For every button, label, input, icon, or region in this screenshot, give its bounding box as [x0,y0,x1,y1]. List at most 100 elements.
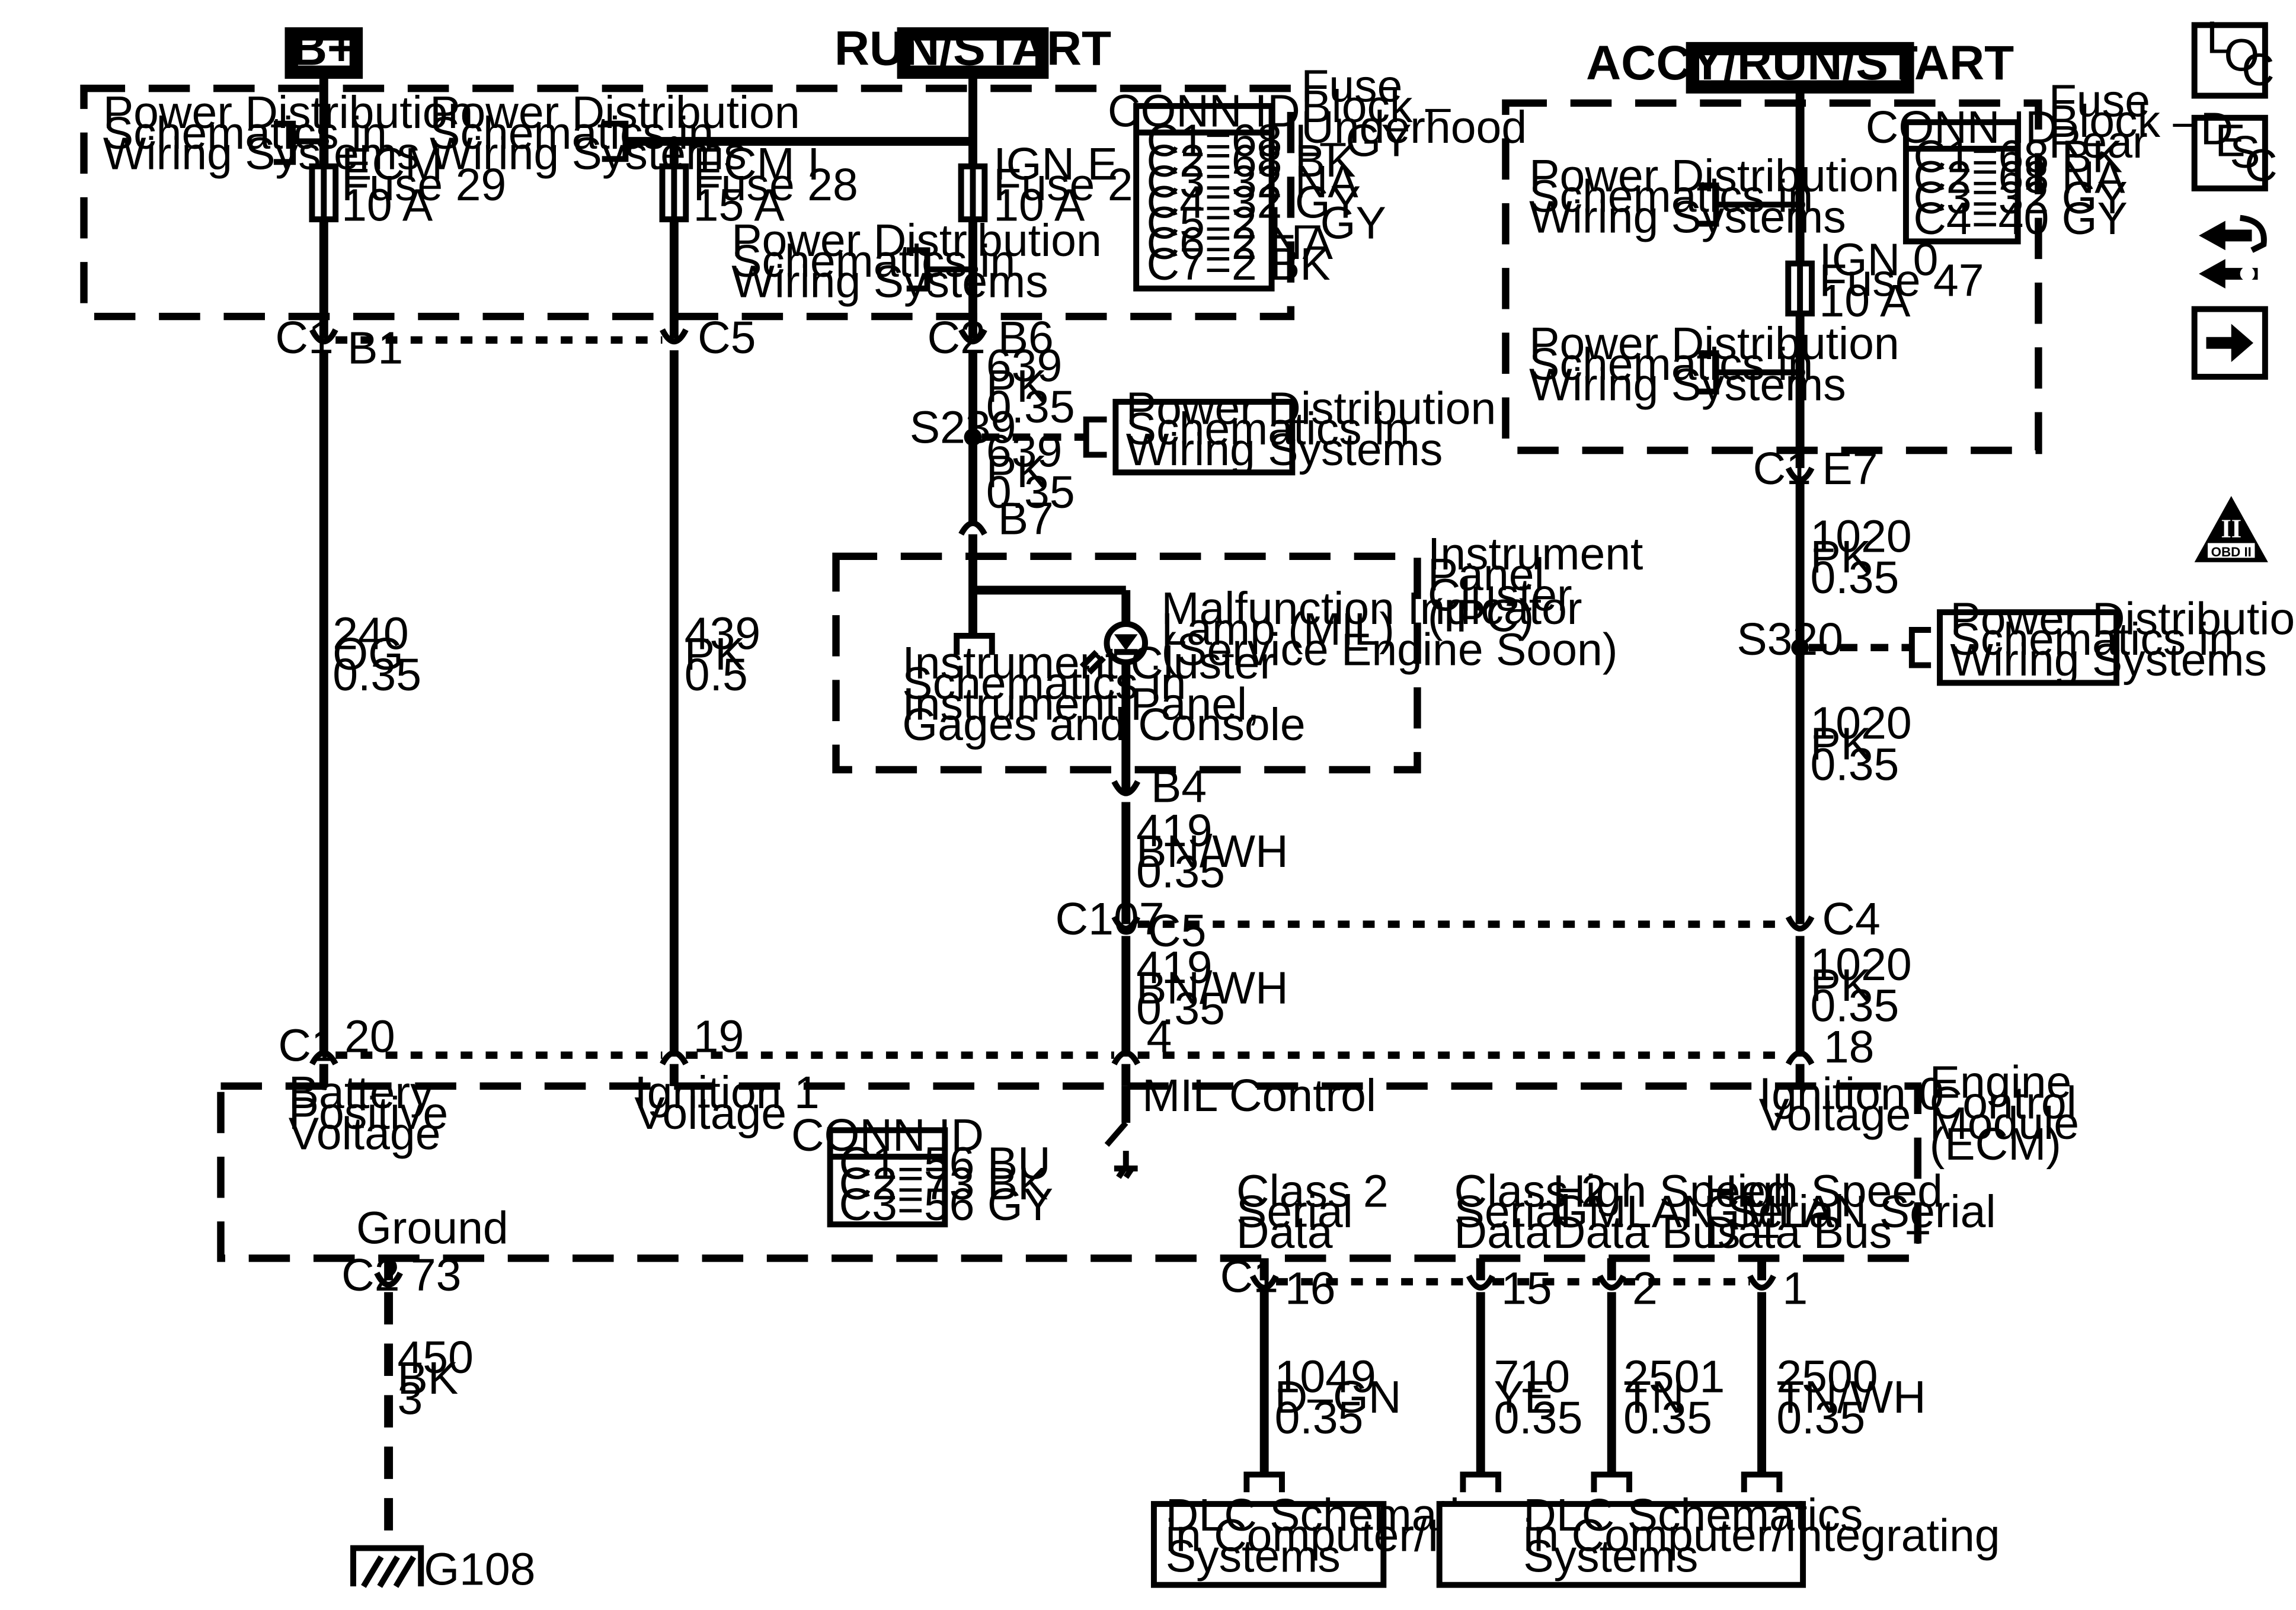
fuse-block-rear [1502,99,2042,454]
obd-ii-icon[interactable]: II OBD II [2194,496,2268,562]
svg-text:C: C [2241,44,2275,95]
svg-text:0.35: 0.35 [1811,552,1900,603]
svg-text:710: 710 [1494,1351,1570,1402]
svg-text:0.35: 0.35 [986,467,1075,518]
svg-text:Class 2: Class 2 [1454,1166,1607,1217]
wire-1049: 1049 D–GN 0.35 [1275,1351,1402,1443]
wire-450: 450 BK 3 [398,1332,474,1425]
connector-b4: B4 [1111,761,1207,812]
svg-text:Power Distribution: Power Distribution [103,87,474,138]
ground-g108-icon: G108 [350,1544,535,1595]
source-b-plus: B+ [284,21,363,79]
svg-text:OG: OG [332,629,404,680]
ecm-connector-c2-pin73: C2 73 [341,1250,461,1301]
svg-text:C4: C4 [1822,894,1880,945]
svg-text:Data Bus +: Data Bus + [1705,1207,1932,1258]
ecm-pin-hs-gmlan-minus: High Speed GMLAN Serial Data Bus – [1553,1166,1844,1258]
svg-text:Schematics in: Schematics in [1529,171,1813,222]
pdist-ref-rear-lower: Power Distribution Schematics in Wiring … [1529,318,1900,411]
svg-text:240: 240 [332,608,408,659]
svg-text:Schematics in: Schematics in [731,236,1015,287]
connector-end-view-icon[interactable] [2199,215,2267,289]
svg-text:1020: 1020 [1811,939,1912,990]
next-page-arrow-icon[interactable] [2191,306,2268,380]
svg-text:16: 16 [1285,1263,1336,1314]
svg-text:Fuse 29: Fuse 29 [341,159,506,210]
svg-text:Block –: Block – [1301,81,1451,132]
fuse-ecm: ECM Fuse 29 10 A [309,139,506,231]
ecm-title: Engine Control Module (ECM) [1930,1057,2079,1170]
svg-text:Positive: Positive [289,1088,449,1139]
svg-text:Data: Data [1236,1207,1333,1258]
svg-text:0.35: 0.35 [1776,1393,1865,1443]
svg-text:Wiring Systems: Wiring Systems [103,129,420,180]
svg-text:G108: G108 [424,1544,535,1595]
mil-label: Malfunction Indicator Lamp (MIL) (Servic… [1161,583,1617,676]
connector-c5: C5 [660,312,756,363]
svg-text:Power Distribution: Power Distribution [1126,383,1496,434]
svg-text:C1: C1 [278,1020,336,1071]
svg-text:Data: Data [1454,1207,1551,1258]
svg-text:Voltage: Voltage [634,1088,786,1139]
svg-text:Wiring Systems: Wiring Systems [1950,635,2267,686]
svg-text:B6: B6 [998,312,1054,363]
svg-text:II: II [2221,514,2241,543]
svg-text:BK: BK [398,1353,459,1404]
loc-icon[interactable]: L O C [2191,12,2275,99]
svg-text:C6=2 NA: C6=2 NA [1147,218,1334,269]
connector-b7: B7 [958,494,1054,545]
svg-text:Schematics in: Schematics in [103,108,387,159]
svg-text:419: 419 [1136,942,1212,993]
svg-text:Power Distribution: Power Distribution [731,215,1102,266]
ecm-pin-class2-b: Class 2 Serial Data [1454,1166,1607,1258]
desc-icon[interactable]: D E S C [2191,103,2278,191]
svg-text:S: S [2230,127,2260,178]
svg-text:ACCY/RUN/START: ACCY/RUN/START [1586,36,2014,90]
svg-text:Wiring Systems: Wiring Systems [1529,191,1846,242]
svg-text:PK: PK [1811,719,1872,770]
fuse-ign-e: IGN E Fuse 22 10 A [958,139,1158,231]
svg-text:Wiring Systems: Wiring Systems [430,129,747,180]
ecm-connector-c1-top: C1 20 19 4 18 [278,1012,1874,1073]
svg-text:ECM I: ECM I [693,139,820,190]
svg-text:C7=2 BK: C7=2 BK [1147,239,1331,290]
svg-text:0.35: 0.35 [986,382,1075,433]
svg-text:Ignition 1: Ignition 1 [634,1067,819,1118]
svg-text:Serial: Serial [1236,1186,1353,1237]
svg-text:Schematics in: Schematics in [1126,404,1410,454]
svg-text:PK: PK [986,446,1047,497]
svg-text:2: 2 [1632,1263,1658,1314]
svg-text:C1=56 BU: C1=56 BU [839,1138,1051,1189]
svg-text:639: 639 [986,425,1062,476]
splice-s239: S239 [910,402,1107,458]
ecm-pin-class2-a: Class 2 Serial Data [1236,1166,1389,1258]
wire-639-upper: 639 PK 0.35 [986,340,1075,433]
svg-text:PK: PK [986,361,1047,412]
ecm-pin-ignition-1: Ignition 1 Voltage [634,1067,819,1139]
wire-240: 240 OG 0.35 [332,608,421,700]
svg-text:C2=73 BK: C2=73 BK [839,1158,1048,1209]
connector-c4: C4 [1785,894,1881,945]
svg-text:Instrument Panel,: Instrument Panel, [902,678,1259,729]
svg-text:10 A: 10 A [993,180,1085,231]
svg-text:RUN/START: RUN/START [834,21,1111,75]
svg-text:Rear: Rear [2049,117,2148,168]
svg-text:PK: PK [685,629,746,680]
wire-2501: 2501 TN 0.35 [1623,1351,1725,1443]
svg-text:Schematics in: Schematics in [1950,614,2234,665]
wire-439: 439 PK 0.5 [685,608,760,700]
svg-text:Cluster: Cluster [1428,570,1572,621]
svg-text:CONN ID: CONN ID [1866,102,2058,153]
svg-text:Gages and Console: Gages and Console [902,699,1305,750]
svg-text:73: 73 [411,1250,462,1301]
svg-text:C3=56 GY: C3=56 GY [839,1179,1054,1230]
svg-text:GMLAN Serial: GMLAN Serial [1553,1186,1844,1237]
svg-text:B+: B+ [292,21,356,75]
svg-text:639: 639 [986,340,1062,391]
svg-text:E7: E7 [1822,443,1878,494]
wire-1020-c: 1020 PK 0.35 [1811,939,1912,1032]
fuse-block-rear-title: Fuse Block – Rear [2049,75,2199,168]
fuse-block-underhood-title: Fuse Block – Underhood [1301,60,1527,153]
svg-text:0.35: 0.35 [1136,847,1225,898]
svg-text:(Service Engine Soon): (Service Engine Soon) [1161,625,1617,676]
